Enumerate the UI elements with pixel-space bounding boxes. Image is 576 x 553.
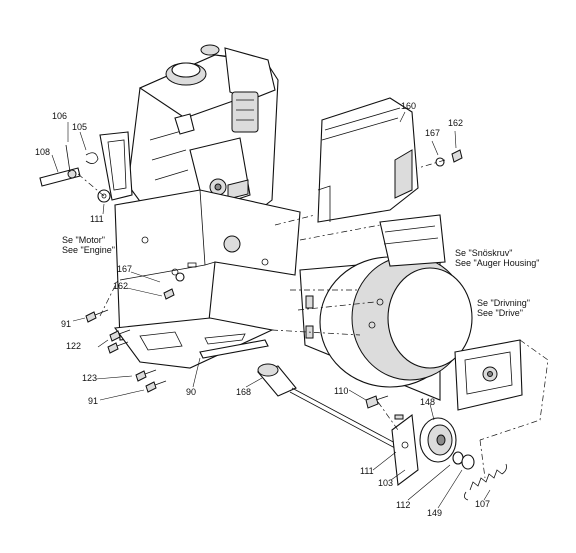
callout-167-left: 167	[117, 264, 133, 274]
callout-168: 168	[236, 387, 252, 397]
note-engine-line2: See "Engine"	[62, 245, 115, 255]
callout-149: 149	[427, 508, 443, 518]
shaft-168	[257, 363, 398, 449]
drive-plate	[454, 339, 523, 411]
note-engine: Se "Motor" See "Engine"	[62, 235, 115, 255]
note-drive-line1: Se "Drivning"	[477, 298, 530, 308]
callout-110: 110	[334, 386, 349, 396]
callout-105: 105	[72, 122, 88, 132]
note-drive: Se "Drivning" See "Drive"	[477, 298, 530, 318]
callout-111-top: 111	[90, 214, 104, 224]
pulley-148	[419, 417, 475, 470]
callout-148: 148	[420, 397, 436, 407]
callout-91-top: 91	[61, 319, 72, 329]
lever-108	[39, 144, 99, 187]
callout-90: 90	[186, 387, 197, 397]
assembly-lines	[77, 159, 549, 479]
callout-162: 162	[448, 118, 464, 128]
note-engine-line1: Se "Motor"	[62, 235, 105, 245]
callout-162-left: 162	[113, 281, 129, 291]
spring-107	[464, 463, 507, 501]
leader-lines	[51, 111, 491, 509]
washer-111-top	[97, 189, 111, 203]
callout-112: 112	[396, 500, 411, 510]
bolt-162-right	[435, 149, 463, 167]
bolts-left	[85, 272, 185, 393]
frame-bracket	[114, 189, 301, 341]
callout-91-bottom: 91	[88, 396, 99, 406]
callout-107: 107	[475, 499, 491, 509]
chute-cover	[317, 97, 419, 223]
callout-108: 108	[35, 147, 51, 157]
callout-106: 106	[52, 111, 68, 121]
note-auger-housing: Se "Snöskruv" See "Auger Housing"	[455, 248, 539, 268]
callout-122: 122	[66, 341, 82, 351]
callout-123: 123	[82, 373, 98, 383]
note-auger-line2: See "Auger Housing"	[455, 258, 540, 268]
bottom-plate	[113, 317, 274, 369]
callout-111-bottom: 111	[360, 466, 374, 476]
callout-103: 103	[378, 478, 394, 488]
callout-160: 160	[401, 101, 417, 111]
engine-assembly	[99, 44, 279, 233]
note-drive-line2: See "Drive"	[477, 308, 523, 318]
bracket-103	[391, 413, 419, 487]
auger-housing	[299, 214, 473, 401]
note-auger-line1: Se "Snöskruv"	[455, 248, 513, 258]
bolt-110	[365, 395, 389, 409]
callout-167: 167	[425, 128, 441, 138]
